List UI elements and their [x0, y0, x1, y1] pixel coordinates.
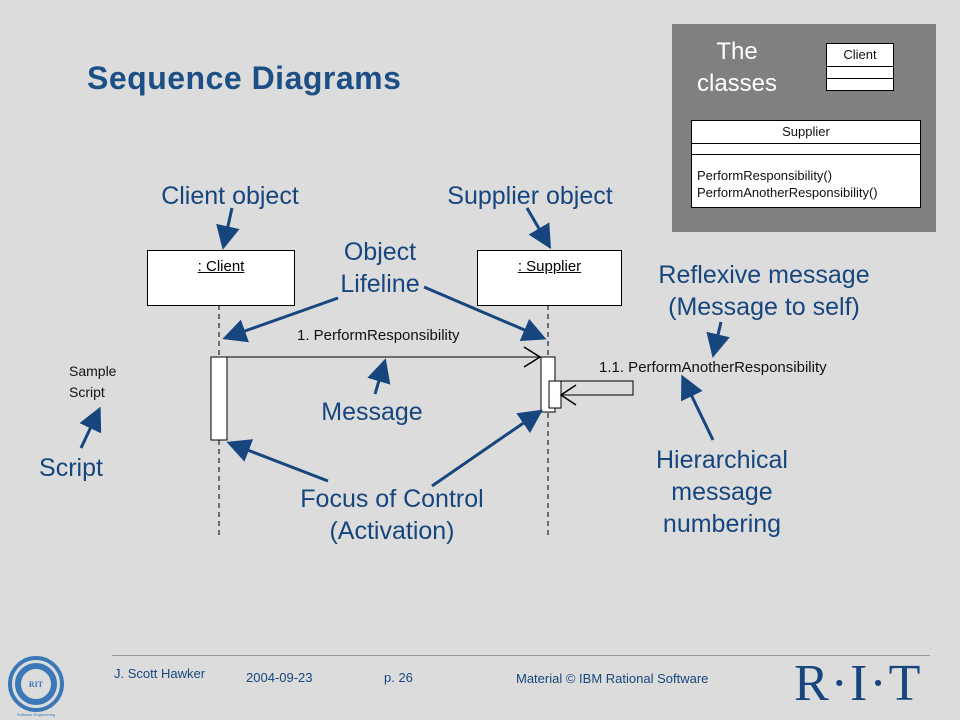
hierarchical-arrow	[681, 374, 715, 441]
classes-heading-line2: classes	[696, 70, 778, 97]
focus-of-control-label: Focus of Control (Activation)	[282, 483, 502, 547]
footer-author: J. Scott Hawker	[114, 666, 206, 681]
client-object-box: : Client	[147, 250, 295, 306]
reflexive-line1: Reflexive message	[658, 261, 870, 289]
rit-wordmark-logo: R·I·T	[794, 655, 923, 712]
object-lifeline-line1: Object	[343, 238, 417, 266]
message-arrow	[367, 358, 391, 395]
client-object-name: : Client	[197, 258, 245, 275]
operation-item: PerformResponsibility()	[697, 168, 833, 183]
self-message-line	[555, 380, 634, 396]
client-activation-bar	[210, 356, 228, 441]
sample-script-line2: Script	[69, 384, 105, 400]
lifeline-arrow-left	[222, 296, 339, 343]
message-1-arrowhead	[523, 346, 542, 368]
client-class-box: Client	[826, 43, 894, 91]
object-lifeline-label: Object Lifeline	[318, 236, 442, 300]
footer-divider	[112, 655, 930, 656]
self-message-arrowhead	[559, 384, 577, 406]
script-label: Script	[39, 454, 103, 482]
callout-arrows	[79, 207, 730, 488]
client-object-label: Client object	[161, 182, 299, 210]
sample-script-line1: Sample	[69, 363, 117, 379]
supplier-class-name: Supplier	[692, 121, 920, 144]
message-1-label: 1. PerformResponsibility	[297, 327, 460, 344]
script-arrow	[79, 406, 102, 449]
message-1-1-label: 1.1. PerformAnotherResponsibility	[599, 359, 827, 376]
reflexive-message-label: Reflexive message (Message to self)	[632, 259, 896, 323]
supplier-nested-activation-bar	[548, 380, 562, 409]
hierarchical-numbering-label: Hierarchical message numbering	[636, 444, 808, 540]
hierarchical-line1: Hierarchical	[656, 446, 788, 474]
focus-line2: (Activation)	[329, 517, 455, 545]
hierarchical-line2: message	[671, 478, 773, 506]
focus-arrow-right	[431, 409, 543, 488]
classes-heading-line1: The	[716, 38, 758, 65]
footer-credit: Material © IBM Rational Software	[516, 671, 709, 686]
reflexive-arrow	[706, 321, 730, 358]
supplier-object-box: : Supplier	[477, 250, 622, 306]
message-label: Message	[321, 398, 423, 426]
lifeline-arrow-right	[423, 285, 547, 341]
client-object-arrow	[216, 207, 240, 250]
hierarchical-line3: numbering	[662, 510, 782, 538]
supplier-class-box: Supplier PerformResponsibility() Perform…	[691, 120, 921, 208]
client-class-name: Client	[827, 44, 893, 67]
supplier-object-name: : Supplier	[517, 258, 582, 275]
page-title: Sequence Diagrams	[87, 60, 402, 96]
object-lifeline-line2: Lifeline	[340, 270, 420, 298]
supplier-operations: PerformResponsibility() PerformAnotherRe…	[692, 155, 920, 201]
classes-panel: The classes Client Supplier PerformRespo…	[672, 24, 936, 232]
focus-line1: Focus of Control	[300, 485, 484, 513]
footer-page-number: p. 26	[384, 670, 413, 685]
sample-script: Sample Script	[69, 361, 116, 403]
operation-item: PerformAnotherResponsibility()	[697, 185, 878, 200]
reflexive-line2: (Message to self)	[668, 293, 860, 321]
supplier-object-arrow	[525, 207, 552, 250]
footer-date: 2004-09-23	[246, 670, 313, 685]
focus-arrow-left	[226, 439, 329, 483]
classes-heading: The classes	[672, 36, 802, 100]
supplier-object-label: Supplier object	[447, 182, 613, 210]
